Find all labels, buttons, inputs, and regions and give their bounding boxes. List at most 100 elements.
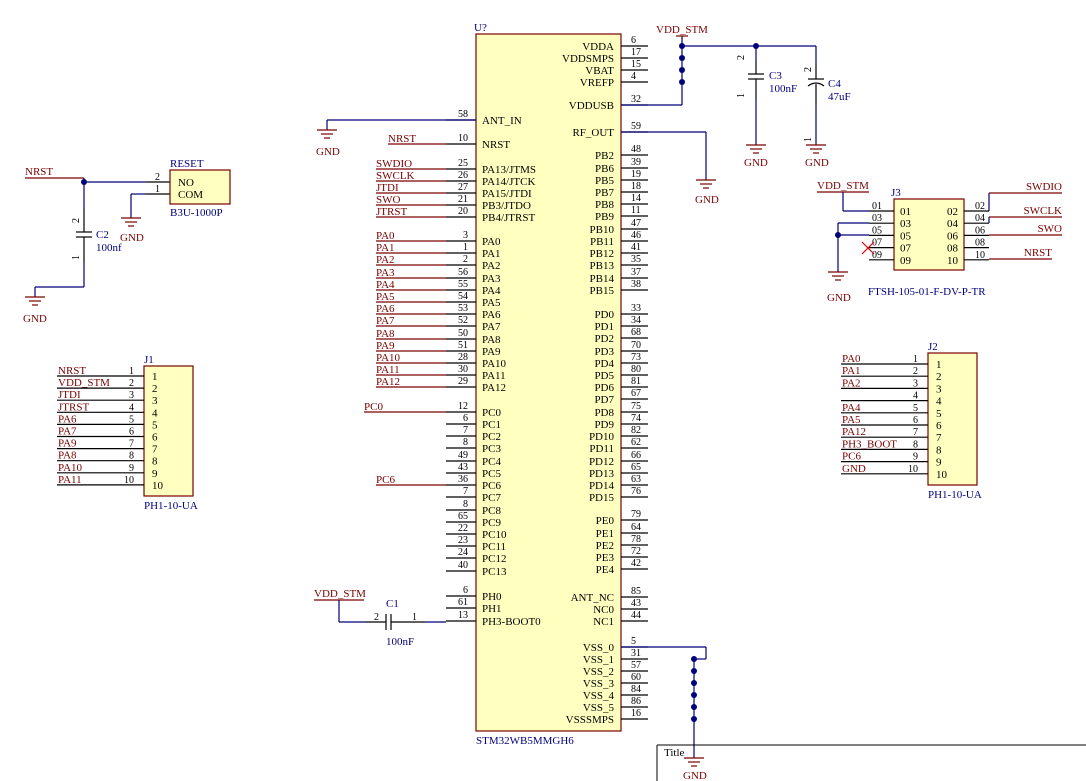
u7-left-pin-number: 7 [463, 425, 468, 436]
capacitor-c2[interactable]: 2 1 C2 100nf GND [23, 182, 122, 325]
u7-right-pin-number: 39 [631, 157, 641, 168]
u7-left-net-label: PA6 [376, 303, 395, 315]
gnd-label-c4: GND [805, 157, 829, 169]
j1-part: PH1-10-UA [144, 500, 198, 512]
u7-left-nets: NRSTSWDIOSWCLKJTDISWOJTRSTPA0PA1PA2PA3PA… [364, 133, 446, 486]
j3-right-pin-number: 06 [975, 225, 985, 236]
svg-text:2: 2 [155, 172, 160, 183]
u7-left-pin-name: PA10 [482, 358, 507, 370]
j1-pin-number: 2 [129, 378, 134, 389]
u7-right-pin-number: 34 [631, 315, 641, 326]
u7-right-pin-name: VSS_4 [583, 690, 615, 702]
j3-left-pin-name: 01 [900, 206, 911, 218]
j3-net-label: SWO [1038, 223, 1063, 235]
capacitor-c3[interactable]: 2 1 C3 100nF [736, 46, 797, 145]
u7-right-pin-number: 66 [631, 450, 641, 461]
j2-pin-number: 6 [913, 415, 918, 426]
j3-left-pin-number: 05 [872, 225, 882, 236]
u7-left-net-label: PA3 [376, 267, 395, 279]
j1-pin-name: 8 [152, 456, 158, 468]
vdd-bus [621, 43, 816, 106]
j1-pin-name: 7 [152, 444, 158, 456]
u7-left-pin-name: PC6 [482, 480, 501, 492]
u7-right-pin-number: 44 [631, 610, 641, 621]
u7-left-pin-number: 6 [463, 585, 468, 596]
u7-left-pin-number: 29 [458, 376, 468, 387]
j3-net-label: SWCLK [1024, 205, 1063, 217]
u7-left-pin-name: PA11 [482, 370, 506, 382]
u7-left-pin-number: 61 [458, 597, 468, 608]
j2-pin-number: 5 [913, 403, 918, 414]
u7-left-pin-number: 7 [463, 486, 468, 497]
j1-net-label: PA9 [58, 438, 77, 450]
j3-left-pin-name: 09 [900, 255, 912, 267]
u7-left-pin-name: PA3 [482, 273, 501, 285]
u7-left-net-label: PA2 [376, 254, 395, 266]
capacitor-c4[interactable]: 2 1 C4 47uF [803, 46, 851, 145]
no-connect-marker [861, 241, 875, 255]
u7-left-pin-name: PC3 [482, 443, 501, 455]
u7-left-pin-name: PA7 [482, 321, 501, 333]
u7-left-pin-number: 21 [458, 194, 468, 205]
u7-right-pin-number: 60 [631, 672, 641, 683]
u7-symbol[interactable]: U? STM32WB5MMGH6 58ANT_IN10NRST25PA13/JT… [446, 22, 648, 747]
u7-right-pin-number: 37 [631, 267, 641, 278]
j3-right-pin-number: 04 [975, 213, 985, 224]
u7-right-pin-name: PB5 [595, 175, 614, 187]
u7-left-net-label: PC0 [364, 401, 383, 413]
capacitor-c1[interactable]: VDD_STM 2 1 C1 100nF [314, 588, 446, 648]
c3-value: 100nF [769, 83, 797, 95]
nrst-net-label-reset: NRST [25, 166, 53, 178]
j1-pin-number: 9 [129, 463, 134, 474]
u7-right-pin-number: 68 [631, 327, 641, 338]
u7-right-pin-number: 6 [631, 35, 636, 46]
svg-text:1: 1 [71, 255, 82, 260]
u7-right-pin-number: 42 [631, 558, 641, 569]
u7-left-net-label: PC6 [376, 474, 395, 486]
ant-in-gnd: GND [316, 119, 476, 158]
u7-left-pin-number: 52 [458, 315, 468, 326]
vdd-stm-label-c1: VDD_STM [314, 588, 366, 600]
gnd-label-rf: GND [695, 194, 719, 206]
j1-pin-number: 3 [129, 390, 134, 401]
u7-left-pin-name: PB4/JTRST [482, 212, 535, 224]
u7-right-pin-name: PD4 [594, 358, 614, 370]
c4-designator: C4 [828, 78, 841, 90]
u7-left-pin-name: PC4 [482, 456, 501, 468]
reset-button[interactable]: NRST 2 1 NO COM RESET B3U-1000P GND [25, 158, 231, 244]
j1-pin-name: 10 [152, 480, 164, 492]
u7-right-pin-number: 35 [631, 254, 641, 265]
u7-right-pin-name: PB12 [590, 248, 614, 260]
reset-part: B3U-1000P [170, 207, 223, 219]
u7-right-pin-name: PE4 [596, 564, 615, 576]
u7-right-pin-number: 80 [631, 364, 641, 375]
u7-right-pin-number: 84 [631, 684, 641, 695]
u7-right-pin-number: 38 [631, 279, 641, 290]
u7-right-pin-name: PD14 [589, 480, 615, 492]
u7-right-pin-name: PD11 [589, 443, 614, 455]
u7-left-net-label: PA4 [376, 279, 395, 291]
u7-right-pin-name: PD0 [594, 309, 614, 321]
u7-left-pin-name: PA4 [482, 285, 501, 297]
u7-body [475, 33, 622, 732]
u7-left-pin-name: PC2 [482, 431, 501, 443]
u7-left-net-label: PA1 [376, 242, 395, 254]
j2-pin-name: 5 [936, 408, 942, 420]
u7-left-pin-number: 49 [458, 450, 468, 461]
j2-pin-name: 4 [936, 396, 942, 408]
j2-pin-name: 3 [936, 383, 942, 395]
u7-right-pin-number: 72 [631, 546, 641, 557]
u7-right-pin-number: 85 [631, 586, 641, 597]
j2-net-label: PA12 [842, 426, 866, 438]
u7-right-pin-name: VDDA [582, 41, 614, 53]
u7-right-pin-name: PE2 [596, 540, 614, 552]
u7-right-pin-name: VSS_0 [583, 642, 615, 654]
gnd-label-vss: GND [683, 770, 707, 781]
u7-left-pin-name: PA5 [482, 297, 501, 309]
j2-pin-number: 4 [913, 391, 918, 402]
